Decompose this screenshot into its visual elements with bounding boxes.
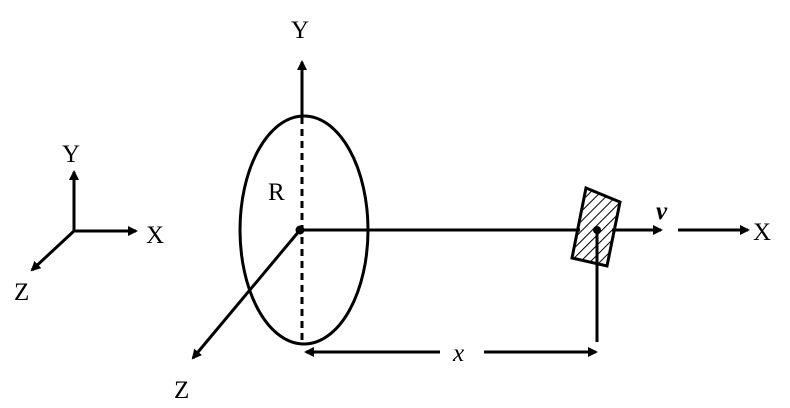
main-z-axis: Z	[174, 229, 302, 404]
ring-radius-label: R	[268, 179, 285, 206]
block	[570, 185, 622, 342]
main-x-axis: v X	[300, 198, 771, 246]
reference-x-label: X	[146, 222, 164, 249]
reference-z-label: Z	[14, 279, 29, 306]
main-z-axis-line	[191, 229, 302, 360]
reference-axes: X Y Z	[14, 141, 164, 306]
main-y-label: Y	[291, 17, 309, 44]
reference-y-label: Y	[62, 141, 80, 168]
distance-label: x	[452, 340, 464, 367]
main-z-label: Z	[174, 377, 189, 404]
main-x-label: X	[753, 219, 771, 246]
velocity-label: v	[656, 198, 668, 225]
distance-dimension: x	[304, 340, 598, 367]
main-y-axis: Y	[291, 17, 309, 118]
reference-z-axis	[30, 229, 76, 272]
